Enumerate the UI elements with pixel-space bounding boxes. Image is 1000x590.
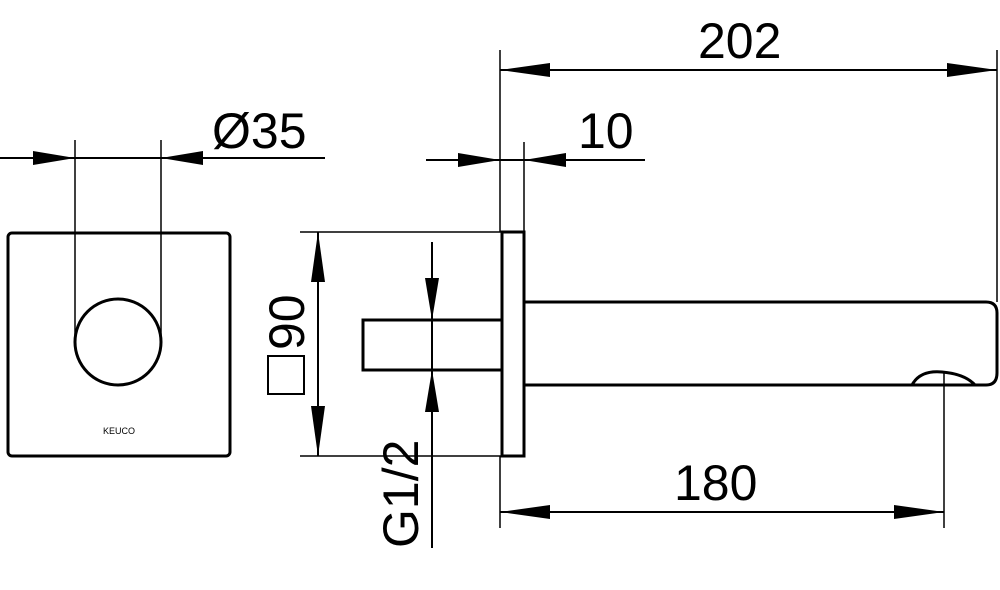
thread-label: G1/2 — [373, 440, 429, 548]
overall-arrow-left — [500, 63, 550, 77]
square-symbol — [267, 355, 305, 395]
spout-arrow-right — [894, 505, 944, 519]
rosette-plate-side — [500, 230, 526, 458]
diameter-label: Ø35 — [212, 103, 307, 159]
rosette-arrow-bottom — [311, 406, 325, 456]
overall-length-label: 202 — [698, 13, 781, 69]
outlet-circle — [73, 297, 163, 387]
rosette-square-front — [6, 231, 232, 458]
depth-arrow-left — [458, 153, 500, 167]
side-view: 202 10 90 G1/2 180 — [259, 13, 999, 548]
rosette-size-label: 90 — [259, 294, 315, 350]
spout-outlet — [910, 370, 977, 387]
thread-arrow-bottom — [425, 370, 439, 412]
rosette-arrow-top — [311, 232, 325, 282]
diameter-arrow-right — [161, 151, 203, 165]
depth-arrow-right — [524, 153, 566, 167]
spout-body — [524, 300, 999, 387]
overall-arrow-right — [947, 63, 997, 77]
brand-logo: KEUCO — [103, 426, 135, 436]
spout-arrow-left — [500, 505, 550, 519]
diameter-arrow-left — [33, 151, 75, 165]
front-view: KEUCO Ø35 — [0, 103, 325, 458]
spout-length-label: 180 — [674, 455, 757, 511]
depth-label: 10 — [578, 103, 634, 159]
thread-arrow-top — [425, 278, 439, 320]
